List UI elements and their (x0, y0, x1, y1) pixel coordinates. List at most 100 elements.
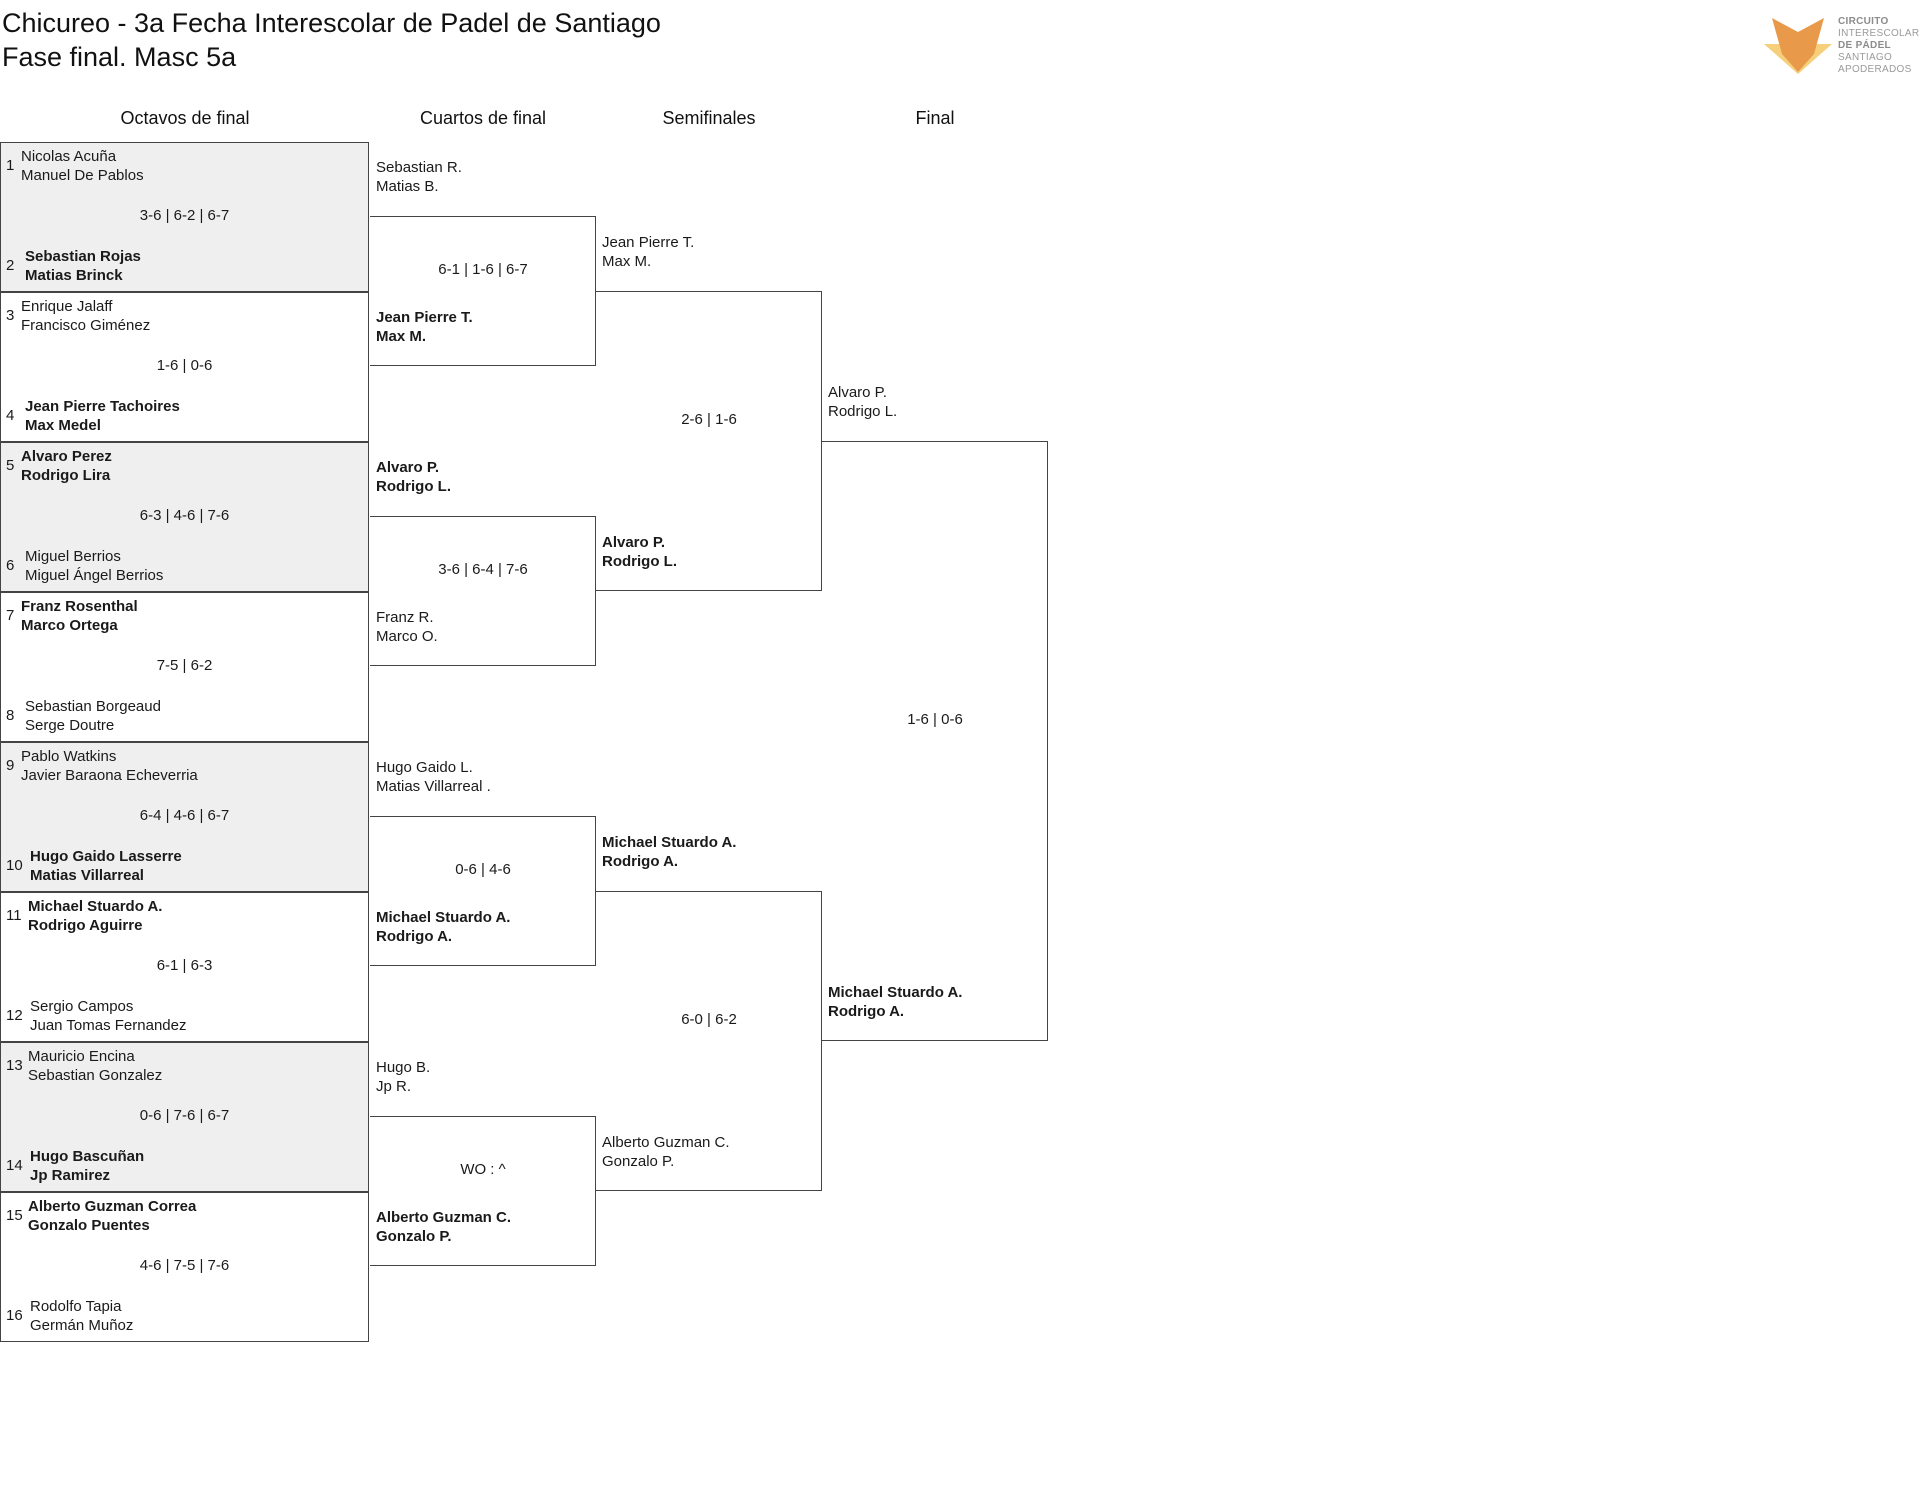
team-b: Michael Stuardo A. Rodrigo A. (828, 983, 962, 1021)
team-b: Michael Stuardo A. Rodrigo A. (376, 908, 510, 946)
player-name: Jean Pierre T. (376, 309, 473, 326)
logo-shape-front (1772, 18, 1824, 72)
player-name: Michael Stuardo A. (376, 909, 511, 926)
player-name: Hugo Gaido Lasserre (30, 848, 182, 865)
seed-number: 3 (6, 307, 15, 324)
player-name: Nicolas Acuña (21, 148, 117, 165)
player-name: Rodrigo A. (376, 928, 453, 945)
page-subtitle: Fase final. Masc 5a (2, 42, 237, 72)
team-a: Jean Pierre T.Max M. (602, 233, 694, 271)
player-name: Matias Brinck (25, 267, 123, 284)
player-name: Sebastian Gonzalez (28, 1067, 163, 1084)
player-name: Michael Stuardo A. (828, 984, 963, 1001)
team-a: Hugo Gaido L.Matias Villarreal . (376, 758, 491, 796)
player-name: Rodrigo L. (376, 478, 451, 495)
seed-number: 6 (6, 557, 15, 574)
player-name: Michael Stuardo A. (602, 834, 737, 851)
player-name: Jp Ramirez (30, 1167, 111, 1184)
player-name: Max M. (376, 328, 427, 345)
player-name: Jean Pierre Tachoires (25, 398, 180, 415)
match-score: 7-5 | 6-2 (156, 657, 213, 674)
player-name: Javier Baraona Echeverria (21, 767, 198, 784)
player-name: Rodrigo A. (602, 853, 679, 870)
seed-number: 13 (6, 1057, 23, 1074)
player-name: Alberto Guzman C. (376, 1209, 512, 1226)
team-a: Michael Stuardo A. Rodrigo A. (602, 833, 736, 871)
match-score: 6-0 | 6-2 (681, 1011, 737, 1028)
player-name: Rodrigo Aguirre (28, 917, 143, 934)
player-name: Alvaro P. (376, 459, 440, 476)
player-name: Pablo Watkins (21, 748, 117, 765)
player-name: Rodrigo L. (602, 553, 677, 570)
player-name: Miguel Ángel Berrios (25, 567, 164, 584)
match-sf-2 (596, 891, 822, 1191)
match-qf-2 (370, 516, 596, 666)
player-name: Rodrigo Lira (21, 467, 111, 484)
player-name: Hugo Gaido L. (376, 759, 473, 776)
player-name: Jp R. (376, 1078, 412, 1095)
round-header-semis: Semifinales (662, 108, 756, 128)
player-name: Gonzalo P. (602, 1153, 675, 1170)
seed-number: 12 (6, 1007, 23, 1024)
match-score: 6-1 | 1-6 | 6-7 (438, 261, 528, 278)
player-name: Hugo B. (376, 1059, 431, 1076)
logo-line-2: INTERESCOLAR (1838, 28, 1920, 39)
seed-number: 11 (6, 907, 22, 924)
match-score: 1-6 | 0-6 (907, 711, 963, 728)
logo-line-5: APODERADOS (1838, 64, 1912, 75)
player-name: Manuel De Pablos (21, 167, 144, 184)
player-name: Serge Doutre (25, 717, 115, 734)
match-score: 6-4 | 4-6 | 6-7 (139, 807, 230, 824)
seed-number: 7 (6, 607, 15, 624)
team-a: Sebastian R.Matias B. (376, 158, 462, 196)
match-score: 1-6 | 0-6 (156, 357, 213, 374)
team-b: Alvaro P. Rodrigo L. (602, 533, 677, 571)
player-name: Gonzalo Puentes (28, 1217, 150, 1234)
match-sf-1 (596, 291, 822, 591)
player-name: Jean Pierre T. (602, 234, 695, 251)
player-name: Alberto Guzman C. (602, 1134, 730, 1151)
match-score: 3-6 | 6-2 | 6-7 (139, 207, 230, 224)
player-name: Marco O. (376, 628, 438, 645)
player-name: Rodrigo A. (828, 1003, 905, 1020)
player-name: Alberto Guzman Correa (28, 1198, 197, 1215)
player-name: Germán Muñoz (30, 1317, 134, 1334)
player-name: Enrique Jalaff (21, 298, 113, 315)
seed-number: 9 (6, 757, 15, 774)
player-name: Miguel Berrios (25, 548, 121, 565)
seed-number: 1 (6, 157, 15, 174)
player-name: Rodrigo L. (828, 403, 898, 420)
round-header-cuartos: Cuartos de final (419, 108, 547, 128)
match-score: 0-6 | 7-6 | 6-7 (139, 1107, 230, 1124)
player-name: Alvaro P. (828, 384, 887, 401)
player-name: Franz Rosenthal (21, 598, 138, 615)
logo-line-4: SANTIAGO (1838, 52, 1893, 63)
team-b: Jean Pierre T. Max M. (376, 308, 473, 346)
fox-logo-icon (1764, 18, 1832, 74)
team-a: Alvaro P. Rodrigo L. (376, 458, 451, 496)
logo-text: CIRCUITO INTERESCOLAR DE PÁDEL SANTIAGO … (1838, 16, 1919, 76)
player-name: Mauricio Encina (28, 1048, 135, 1065)
player-name: Matias B. (376, 178, 439, 195)
player-name: Alvaro P. (602, 534, 666, 551)
match-qf-4 (370, 1116, 596, 1266)
seed-number: 16 (6, 1307, 23, 1324)
logo-line-1: CIRCUITO (1838, 16, 1889, 27)
player-name: Alvaro Perez (21, 448, 112, 465)
seed-number: 14 (6, 1157, 23, 1174)
team-b: Franz R.Marco O. (376, 608, 438, 646)
match-score: 2-6 | 1-6 (681, 411, 737, 428)
player-name: Sergio Campos (30, 998, 134, 1015)
